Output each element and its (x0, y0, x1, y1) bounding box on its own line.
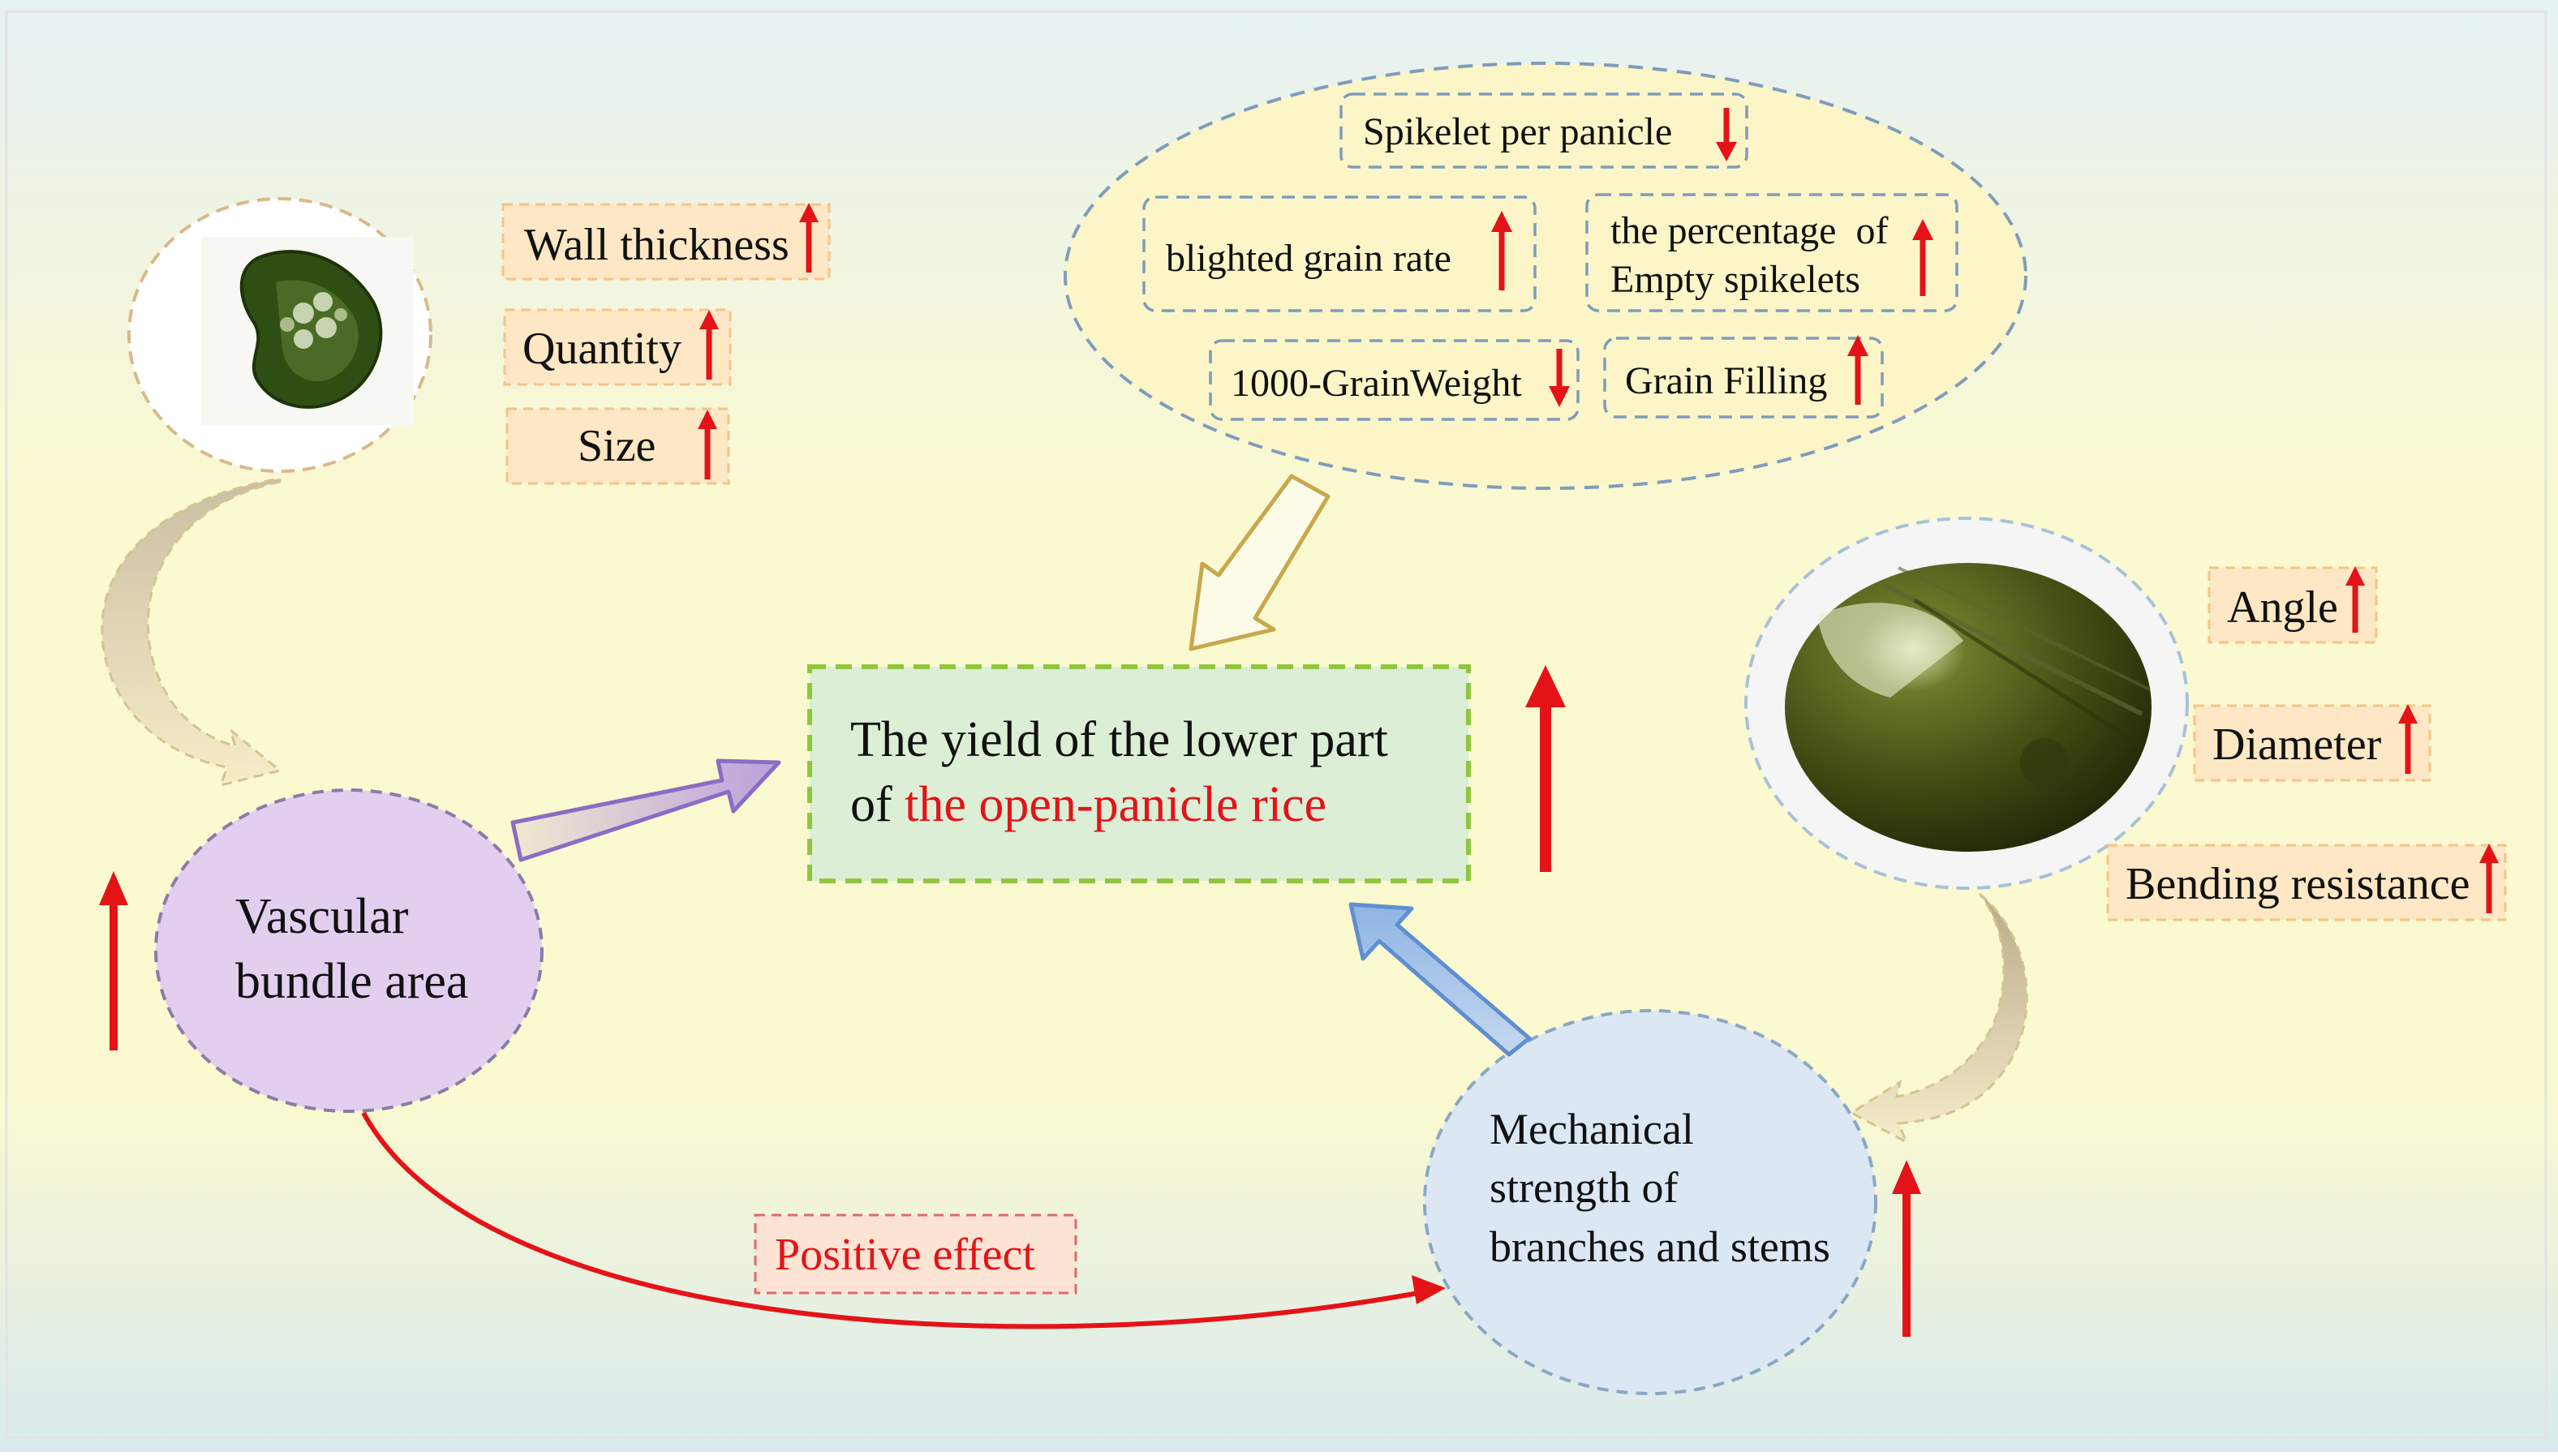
size-label: Size (578, 421, 656, 471)
mechanical-tag-angle: Angle (2208, 566, 2378, 644)
grain-weight-label: 1000-GrainWeight (1231, 362, 1522, 405)
vascular-label-line2: bundle area (235, 954, 468, 1009)
stem-cross-section-image (201, 237, 414, 425)
mechanical-label-line2: strength of (1490, 1163, 1678, 1212)
mechanical-tag-bending-resistance: Bending resistance (2106, 844, 2507, 921)
yield-title-line1: The yield of the lower part (850, 712, 1388, 767)
empty-spikelets-line2: Empty spikelets (1610, 258, 1860, 301)
yield-increase-arrow-icon (1525, 665, 1566, 872)
grain-filling-label: Grain Filling (1625, 359, 1827, 402)
grain-weight-down-arrow-icon (1549, 349, 1570, 407)
vascular-tag-size: Size (505, 407, 730, 485)
blighted-up-arrow-icon (1491, 211, 1512, 290)
mechanical-to-yield-arrow-icon (1348, 902, 1532, 1057)
wall-thickness-up-arrow-icon (799, 203, 819, 273)
yield-title-highlight: the open-panicle rice (905, 777, 1326, 832)
size-up-arrow-icon (698, 410, 717, 479)
positive-effect-label: Positive effect (775, 1230, 1035, 1280)
spikelet-per-panicle-box (1339, 92, 1748, 169)
spikelet-down-arrow-icon (1716, 108, 1737, 161)
positive-effect-arrowhead-icon (1412, 1275, 1446, 1304)
vascular-bundle-circle (154, 788, 544, 1113)
empty-spikelets-box (1585, 193, 1958, 312)
angle-label: Angle (2227, 582, 2338, 633)
quantity-up-arrow-icon (699, 310, 719, 380)
mechanical-strength-circle (1423, 1009, 1877, 1395)
vascular-tag-quantity: Quantity (503, 308, 732, 386)
image-to-vascular-arrow-icon (101, 477, 283, 788)
diameter-label: Diameter (2212, 719, 2382, 770)
vascular-label-line1: Vascular (235, 889, 409, 944)
yield-traits-group: Spikelet per panicle blighted grain rate… (1064, 62, 2027, 490)
stem-microscope-image (1785, 563, 2152, 852)
vascular-increase-arrow-icon (99, 871, 128, 1050)
mechanical-increase-arrow-icon (1892, 1160, 1921, 1337)
frame-border (5, 10, 2547, 1439)
vascular-tag-wall-thickness: Wall thickness (501, 203, 831, 281)
wall-thickness-label: Wall thickness (524, 220, 789, 270)
angle-up-arrow-icon (2345, 566, 2365, 633)
blighted-grain-rate-box (1142, 195, 1537, 312)
empty-spikelets-line1: the percentage of (1610, 209, 1888, 252)
vascular-to-yield-arrow-icon (510, 758, 781, 862)
grain-filling-up-arrow-icon (1847, 335, 1868, 405)
image-to-mechanical-arrow-icon (1849, 892, 2028, 1145)
spikelet-per-panicle-label: Spikelet per panicle (1363, 110, 1672, 153)
quantity-label: Quantity (522, 324, 681, 374)
empty-spikelets-up-arrow-icon (1912, 219, 1933, 296)
mechanical-label-line3: branches and stems (1490, 1222, 1830, 1271)
diameter-up-arrow-icon (2398, 704, 2418, 774)
bending-resistance-label: Bending resistance (2126, 859, 2470, 909)
positive-effect-curve (361, 1111, 1437, 1329)
mechanical-tag-diameter: Diameter (2193, 704, 2431, 782)
yield-title-line2: of the open-panicle rice (850, 777, 1326, 832)
yield-box (807, 664, 1471, 883)
traits-to-yield-arrow-icon (1189, 474, 1331, 651)
grain-weight-box (1209, 339, 1580, 421)
yield-title-prefix: of (850, 777, 905, 832)
blighted-grain-rate-label: blighted grain rate (1166, 237, 1451, 280)
bending-resistance-up-arrow-icon (2479, 844, 2499, 913)
mechanical-label-line1: Mechanical (1490, 1105, 1694, 1153)
positive-effect-box (754, 1213, 1077, 1295)
grain-filling-box (1603, 337, 1884, 419)
yield-traits-ellipse (1064, 62, 2027, 490)
